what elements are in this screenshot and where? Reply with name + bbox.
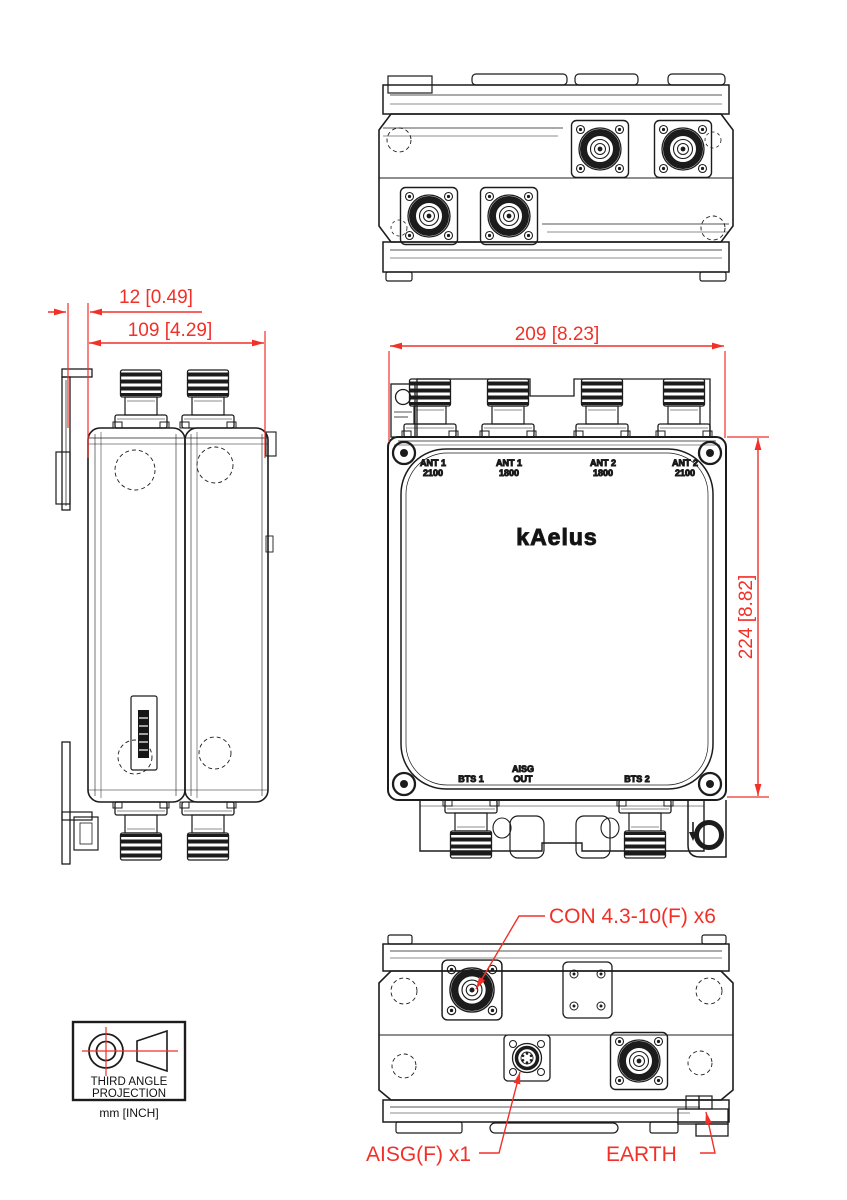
cover-screw [391,440,417,466]
connector-bts1 [442,799,500,859]
cast-detail [198,736,232,770]
connector-bottom-right [611,1033,668,1090]
cover-screw [391,771,417,797]
side-view-body-right [184,427,269,803]
bottom-view-foot [387,934,413,945]
cast-detail [390,977,418,1005]
bottom-tray [419,800,705,852]
earth-terminal-bottom [677,1095,729,1137]
leader-con-connector [475,915,545,990]
connector-top-view [481,188,538,245]
side-view-body-left [87,427,186,803]
cast-detail [390,219,408,237]
cast-detail [117,739,153,775]
cover-screw [697,771,723,797]
port-label-bts1: BTS 1 [458,774,484,784]
bottom-tab [395,1121,463,1134]
bottom-tab [649,1121,679,1134]
connector-side-bottom [179,801,237,861]
leader-earth [700,1111,716,1154]
projection-label-line2: PROJECTION [92,1088,166,1100]
connector-aisg [503,1034,551,1082]
connector-side-top [112,369,170,429]
connector-side-bottom [112,801,170,861]
bottom-boss [492,817,512,839]
bottom-view-foot [701,934,727,945]
connector-ant1-1800 [479,378,537,438]
leader-aisg-connector [479,1071,521,1154]
callout-earth: EARTH [606,1143,677,1166]
bottom-tab [489,1122,619,1134]
dim-height-label: 224 [8.82] [736,575,757,660]
front-cover-plate [387,436,727,801]
connector-con-43-10 [442,960,502,1020]
mounting-bracket-top [61,368,93,378]
dim-depth-label: 109 [4.29] [128,320,213,341]
connector-top-view [401,188,458,245]
top-view-tab [667,73,726,86]
cast-detail [695,977,723,1005]
cast-detail [704,131,722,149]
bottom-view-body [378,970,734,1101]
ground-arrow-icon [689,832,697,841]
blank-flange [562,961,613,1019]
top-view-tab [471,73,568,86]
cast-detail [700,215,726,241]
bottom-pad [509,815,545,859]
bottom-view [378,934,734,1137]
projection-cone-icon [136,1029,168,1073]
connector-ant1-2100 [401,378,459,438]
cast-detail [687,1050,713,1076]
cast-detail [196,446,234,484]
connector-top-view [655,121,712,178]
cast-detail [386,127,412,153]
connector-bts2 [616,799,674,859]
connector-top-view [572,121,629,178]
dim-bracket-offset-label: 12 [0.49] [119,287,193,308]
connector-side-top [179,369,237,429]
earth-terminal [687,800,727,858]
top-view-foot [699,271,727,282]
callout-con-connector: CON 4.3-10(F) x6 [549,905,716,928]
product-label-plate [130,695,158,771]
top-view [378,73,734,282]
brand-logo: kAelus [516,524,597,550]
top-view-body [378,113,734,243]
side-view [55,368,277,865]
cast-detail [391,1053,417,1079]
front-face-outline [400,448,714,790]
port-label-bts2: BTS 2 [624,774,650,784]
callout-aisg: AISG(F) x1 [366,1143,471,1166]
connector-ant2-2100 [655,378,713,438]
side-clip [265,535,274,553]
dim-width-label: 209 [8.23] [515,324,600,345]
bottom-pad [575,815,611,859]
top-view-tab [574,73,639,86]
top-view-foot [385,271,413,282]
projection-symbol-box: THIRD ANGLE PROJECTION mm [INCH] [71,1020,187,1120]
projection-box-frame [71,1020,187,1102]
dimension-annotations [48,303,769,1154]
dimension-text: 12 [0.49] 109 [4.29] 209 [8.23] 224 [8.8… [119,287,757,1166]
cover-screw [697,440,723,466]
mount-hole [394,388,412,406]
cast-detail [114,449,156,491]
connector-ant2-1800 [573,378,631,438]
side-clip [265,431,277,457]
mounting-bracket-bottom [61,741,71,865]
projection-label-line1: THIRD ANGLE [91,1076,168,1088]
bottom-boss [600,817,620,839]
units-label: mm [INCH] [99,1106,158,1120]
